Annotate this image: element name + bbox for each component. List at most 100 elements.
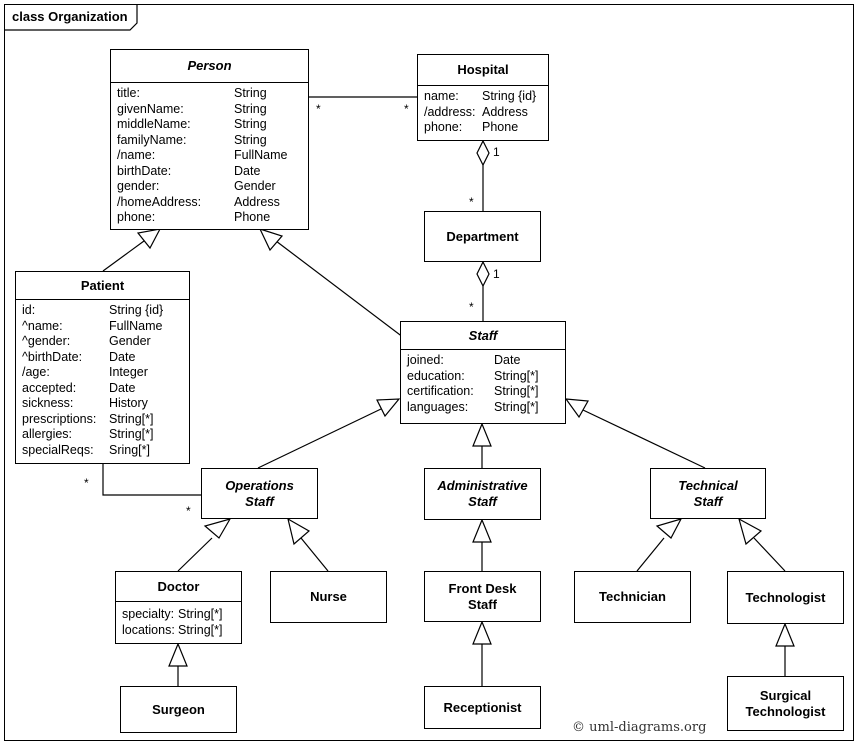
class-patient[interactable]: Patient id:String {id} ^name:FullName ^g…: [15, 271, 190, 464]
class-technician[interactable]: Technician: [574, 571, 691, 623]
attribute: middleName:String: [117, 117, 267, 131]
class-name: Technical Staff: [678, 477, 738, 509]
attribute: familyName:String: [117, 132, 267, 147]
attribute-list: title:String givenName:String middleName…: [111, 82, 308, 229]
association-patient-operations: [102, 463, 201, 496]
attribute: birthDate:Date: [117, 163, 261, 178]
attribute: education:String[*]: [407, 368, 539, 383]
class-name: Administrative Staff: [437, 478, 528, 509]
class-name: Technician: [599, 589, 666, 604]
multiplicity-staff-part: *: [469, 300, 474, 314]
diagram-frame: [4, 4, 854, 741]
class-hospital[interactable]: Hospital name:String {id} /address:Addre…: [417, 54, 549, 141]
attribute: prescriptions:String[*]: [22, 411, 154, 426]
attribute: /name:FullName: [117, 148, 288, 162]
generalization-staff-person: [275, 240, 421, 351]
class-department[interactable]: Department: [424, 211, 541, 262]
class-name: Receptionist: [443, 699, 522, 715]
class-receptionist[interactable]: Receptionist: [424, 686, 541, 729]
class-name: Technologist: [745, 589, 826, 605]
frame-tab-outline: [4, 4, 138, 31]
class-name: Staff: [468, 327, 498, 343]
multiplicity-department-aggregate: 1: [493, 267, 500, 281]
attribute: sickness:History: [22, 396, 148, 410]
attribute: accepted:Date: [22, 380, 136, 395]
multiplicity-patient-end: *: [84, 476, 89, 490]
attribute: specialty:String[*]: [122, 607, 223, 621]
attribute: certification:String[*]: [407, 384, 539, 398]
aggregation-diamond-hospital: [476, 139, 490, 167]
copyright-notice: © uml-diagrams.org: [572, 720, 707, 735]
generalization-ops-staff: [257, 408, 382, 469]
generalization-doctor-ops: [177, 537, 213, 572]
attribute: phone:Phone: [424, 120, 519, 134]
generalization-technician-tech: [636, 537, 665, 572]
attribute-list: name:String {id} /address:Address phone:…: [418, 85, 548, 140]
generalization-tech-staff: [582, 409, 706, 469]
attribute: name:String {id}: [424, 89, 537, 103]
attribute-list: specialty:String[*] locations:String[*]: [116, 601, 241, 643]
generalization-patient-person: [102, 240, 145, 272]
attribute: locations:String[*]: [122, 622, 223, 637]
multiplicity-department-part: *: [469, 195, 474, 209]
arrowhead-nurse-ops: [287, 517, 311, 546]
class-name: Front Desk Staff: [448, 580, 517, 612]
attribute: /homeAddress:Address: [117, 194, 280, 209]
arrowhead-technician-tech: [655, 518, 683, 539]
aggregation-diamond-department: [476, 260, 490, 288]
class-surgical-technologist[interactable]: Surgical Technologist: [727, 676, 844, 731]
class-nurse[interactable]: Nurse: [270, 571, 387, 623]
multiplicity-operations-end: *: [186, 504, 191, 518]
class-name: Department: [446, 228, 519, 244]
attribute: specialReqs:Sring[*]: [22, 442, 150, 457]
class-name: Nurse: [310, 589, 347, 604]
class-administrative-staff[interactable]: Administrative Staff: [424, 468, 541, 520]
attribute: givenName:String: [117, 101, 267, 116]
arrowhead-admin-staff: [472, 422, 492, 447]
arrowhead-doctor-ops: [203, 518, 232, 539]
class-name: Doctor: [157, 578, 200, 594]
class-front-desk-staff[interactable]: Front Desk Staff: [424, 571, 541, 622]
class-operations-staff[interactable]: Operations Staff: [201, 468, 318, 519]
arrowhead-ops-staff: [376, 398, 401, 418]
attribute: gender:Gender: [117, 179, 276, 193]
generalization-nurse-ops: [300, 537, 329, 572]
frame-title: class Organization: [12, 9, 128, 24]
attribute: title:String: [117, 86, 267, 100]
multiplicity-hospital-aggregate: 1: [493, 145, 500, 159]
class-person[interactable]: Person title:String givenName:String mid…: [110, 49, 309, 230]
attribute: id:String {id}: [22, 303, 164, 317]
attribute: ^gender:Gender: [22, 334, 151, 348]
class-name: Patient: [80, 277, 125, 293]
attribute-list: joined:Date education:String[*] certific…: [401, 349, 565, 423]
attribute: allergies:String[*]: [22, 427, 154, 441]
class-name: Operations Staff: [225, 477, 294, 509]
class-surgeon[interactable]: Surgeon: [120, 686, 237, 733]
attribute: ^birthDate:Date: [22, 349, 136, 364]
attribute: /address:Address: [424, 104, 528, 119]
class-doctor[interactable]: Doctor specialty:String[*] locations:Str…: [115, 571, 242, 644]
class-name: Surgical Technologist: [745, 687, 826, 719]
arrowhead-surgtech-technologist: [775, 622, 795, 647]
arrowhead-surgeon-doctor: [168, 642, 188, 667]
class-name: Surgeon: [152, 701, 205, 717]
attribute: languages:String[*]: [407, 399, 539, 414]
attribute: joined:Date: [407, 353, 521, 367]
class-name: Person: [187, 58, 232, 73]
class-technologist[interactable]: Technologist: [727, 571, 844, 624]
arrowhead-staff-person: [258, 228, 284, 252]
class-staff[interactable]: Staff joined:Date education:String[*] ce…: [400, 321, 566, 424]
arrowhead-frontdesk-admin: [472, 518, 492, 543]
class-technical-staff[interactable]: Technical Staff: [650, 468, 766, 519]
attribute: ^name:FullName: [22, 318, 163, 333]
arrowhead-technologist-tech: [738, 517, 763, 546]
attribute-list: id:String {id} ^name:FullName ^gender:Ge…: [16, 299, 189, 463]
attribute: phone:Phone: [117, 210, 271, 224]
arrowhead-patient-person: [136, 228, 162, 250]
attribute: /age:Integer: [22, 365, 148, 379]
arrowhead-tech-staff: [564, 398, 589, 419]
generalization-technologist-tech: [753, 537, 786, 572]
multiplicity-person-end: *: [316, 102, 321, 116]
